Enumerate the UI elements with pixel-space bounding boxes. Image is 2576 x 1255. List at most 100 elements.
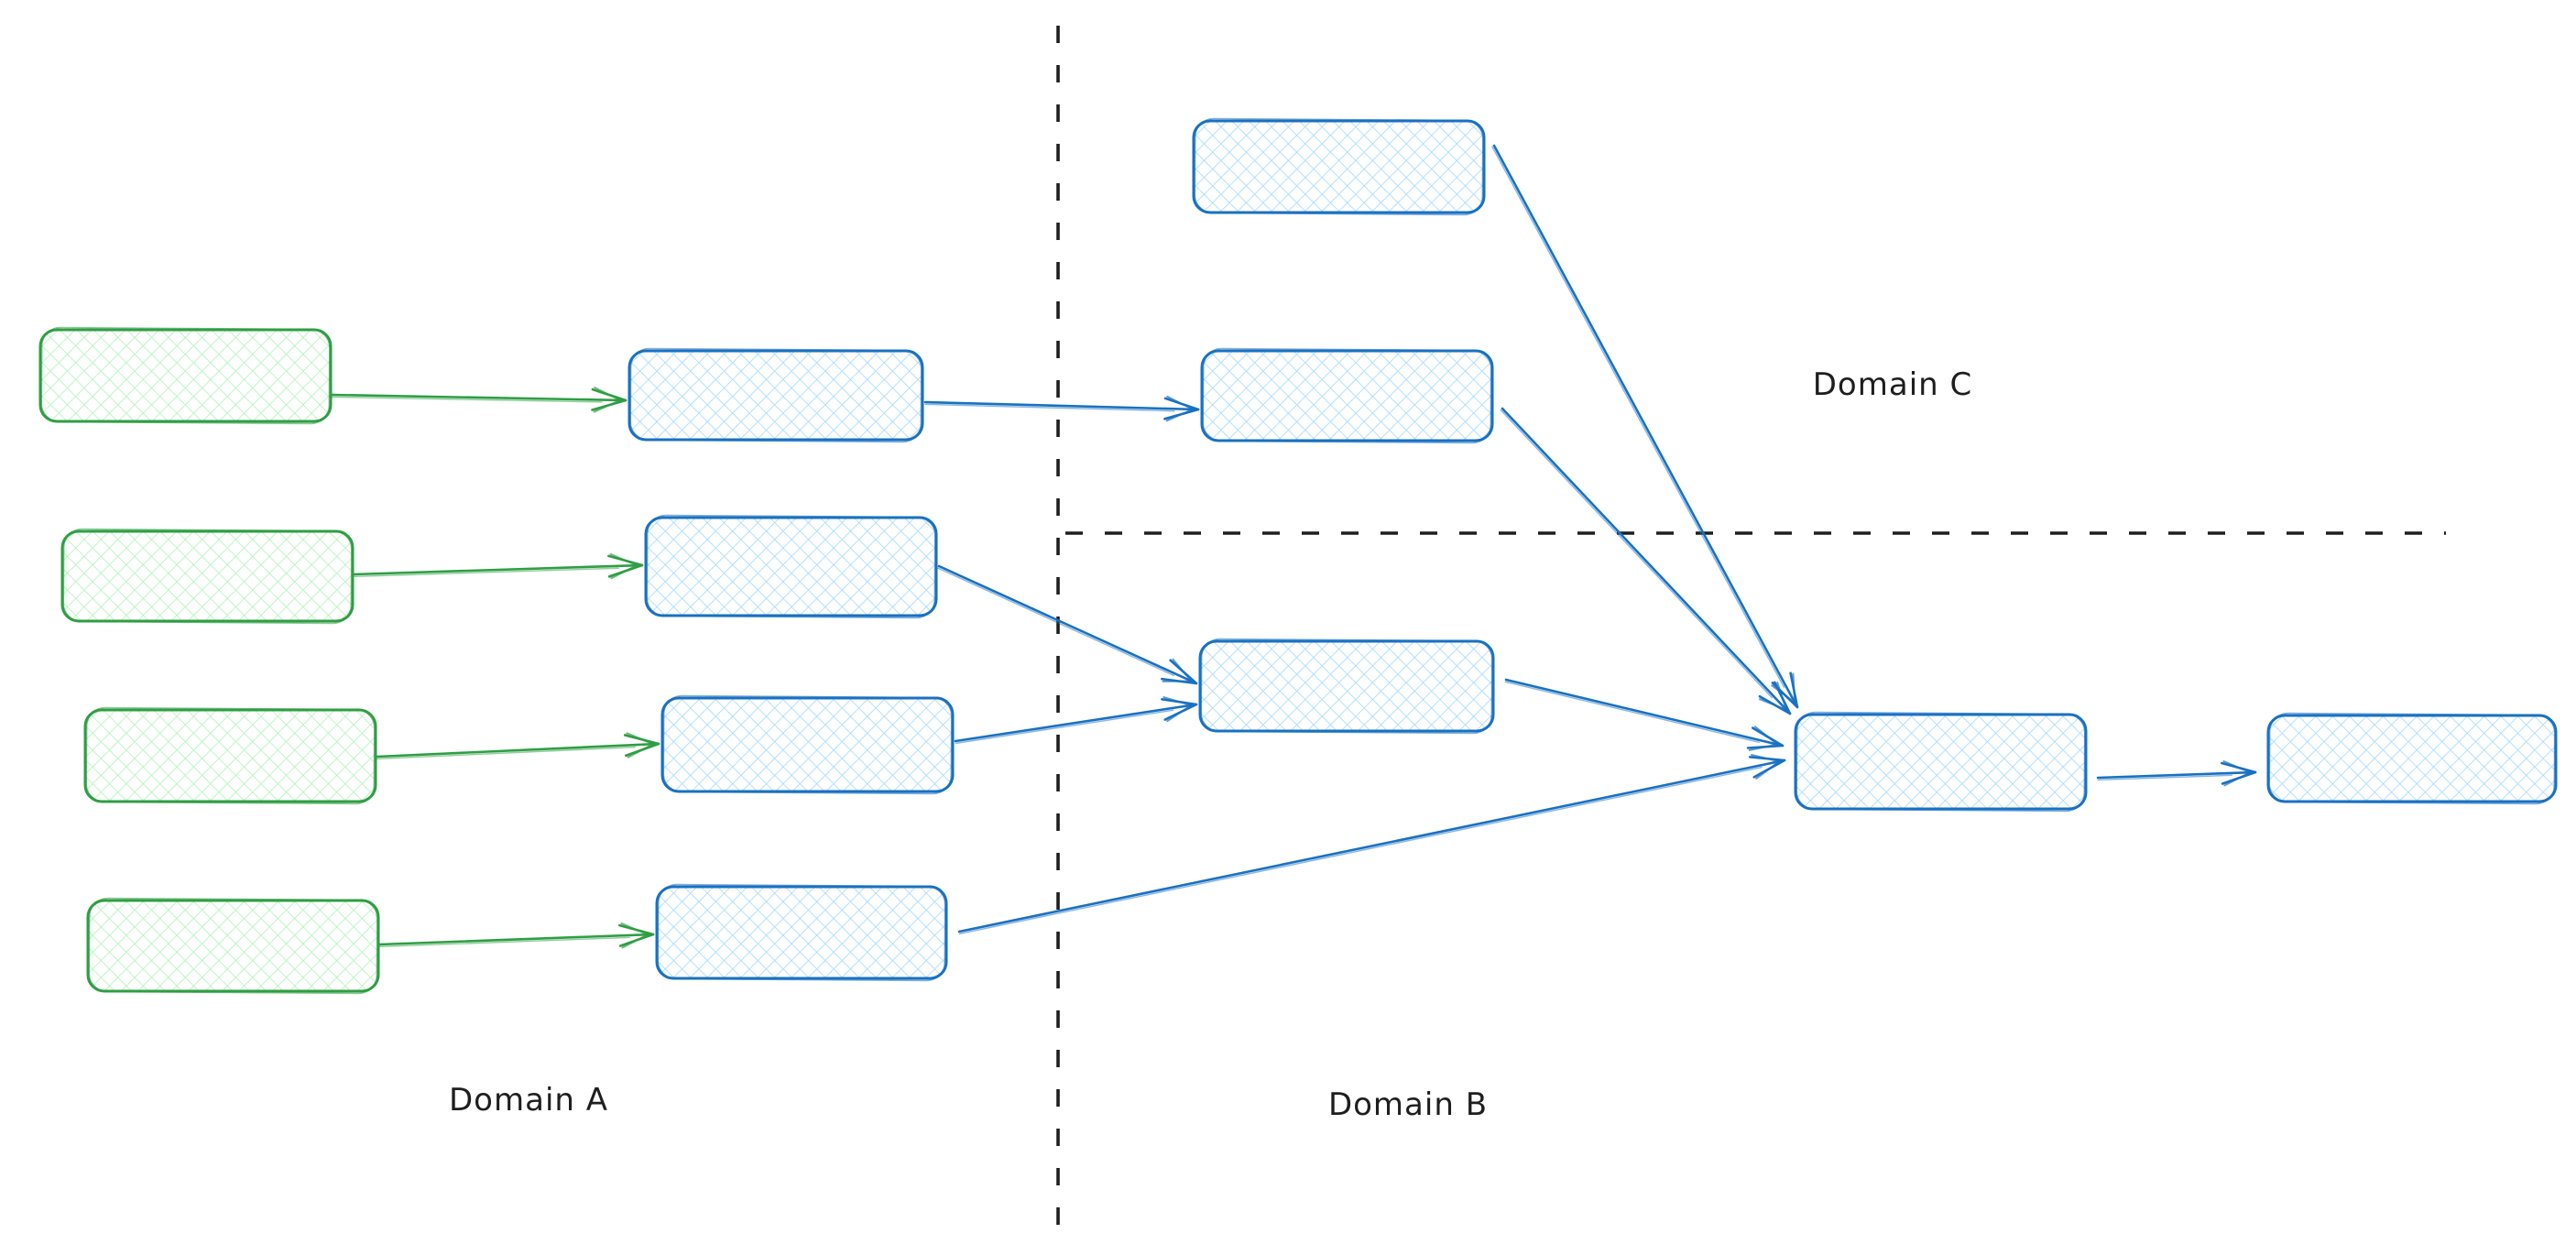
- arrowhead-icon: [1755, 760, 1781, 780]
- edge-a1-c2: [923, 395, 1200, 422]
- node-a2: [644, 514, 938, 619]
- node-g1: [38, 326, 333, 425]
- node-rect-sketch: [657, 883, 946, 982]
- arrowhead-icon: [594, 387, 622, 401]
- edge-line: [923, 400, 1195, 411]
- edge-line-sketch: [377, 746, 636, 760]
- node-rect: [83, 708, 377, 803]
- edge-c1-sink: [1491, 144, 1799, 709]
- node-rect-sketch: [85, 706, 376, 805]
- arrowhead-icon: [2223, 771, 2252, 787]
- arrowhead-icon: [1748, 743, 1779, 751]
- node-a3: [660, 694, 955, 795]
- arrowhead-icon: [1166, 704, 1193, 723]
- node-rect: [644, 516, 938, 617]
- node-g2: [60, 528, 355, 625]
- arrowhead-icon: [1792, 672, 1796, 704]
- edge-line: [377, 933, 650, 946]
- arrowhead-icon: [627, 743, 655, 758]
- edge-line-sketch: [937, 567, 1175, 677]
- arrowhead-icon: [626, 732, 655, 746]
- arrowhead-icon: [609, 552, 639, 567]
- edge-line-sketch: [331, 396, 603, 403]
- node-a4: [655, 883, 948, 982]
- edge-line-sketch: [1500, 409, 1774, 699]
- node-rect-sketch: [1202, 347, 1492, 444]
- arrowhead-icon: [1771, 684, 1796, 704]
- node-rect-sketch: [646, 514, 936, 619]
- node-sink: [1794, 711, 2088, 813]
- node-rect-sketch: [629, 347, 922, 443]
- node-g3: [83, 706, 377, 805]
- edge-c2-sink: [1500, 407, 1792, 715]
- edge-line-sketch: [924, 403, 1175, 412]
- edge-line-sketch: [353, 567, 619, 578]
- node-rect: [628, 349, 924, 442]
- node-b1: [1198, 638, 1495, 735]
- edge-line-sketch: [1491, 146, 1785, 689]
- node-rect-sketch: [2268, 712, 2556, 805]
- edge-line: [957, 759, 1782, 933]
- edge-line-sketch: [2097, 774, 2232, 781]
- edge-a4-sink: [957, 753, 1786, 935]
- arrowhead-icon: [1750, 753, 1781, 763]
- edge-line: [330, 393, 623, 402]
- domain-a-label: Domain A: [449, 1082, 608, 1119]
- edge-line: [376, 742, 656, 758]
- node-a1: [628, 347, 924, 443]
- node-g4: [86, 897, 380, 995]
- node-rect: [86, 899, 380, 993]
- edge-line: [937, 564, 1194, 683]
- node-rect: [2266, 714, 2558, 803]
- edge-a3-b1: [954, 696, 1198, 745]
- arrowhead-icon: [1165, 408, 1195, 422]
- edge-line: [954, 704, 1194, 743]
- node-rect: [1200, 349, 1494, 442]
- edge-b1-sink: [1504, 678, 1785, 751]
- edge-g2-a2: [352, 552, 644, 580]
- edge-line-sketch: [955, 709, 1174, 745]
- node-rect-sketch: [662, 694, 953, 795]
- node-c2: [1200, 347, 1494, 444]
- node-rect-sketch: [1796, 711, 2086, 813]
- edge-g3-a3: [376, 732, 660, 760]
- arrowhead-icon: [1162, 696, 1193, 706]
- arrowhead-icon: [1753, 726, 1779, 746]
- arrowhead-icon: [1759, 698, 1787, 711]
- edge-line: [1504, 678, 1780, 747]
- node-rect: [60, 529, 355, 623]
- edge-line: [1501, 407, 1788, 712]
- arrowhead-icon: [610, 564, 639, 580]
- node-rect-sketch: [62, 528, 353, 625]
- node-rect: [655, 885, 948, 980]
- arrowhead-icon: [1172, 658, 1193, 682]
- node-rect: [1192, 119, 1486, 214]
- edge-line-sketch: [378, 936, 630, 948]
- arrowhead-icon: [2222, 759, 2252, 774]
- node-rect: [38, 328, 333, 423]
- edge-line: [1492, 144, 1796, 704]
- domain-c-label: Domain C: [1813, 366, 1972, 403]
- edge-g1-a1: [330, 387, 628, 413]
- domain-b-label: Domain B: [1328, 1086, 1488, 1123]
- arrowhead-icon: [1776, 682, 1787, 711]
- arrowhead-icon: [621, 933, 649, 949]
- arrowhead-icon: [1166, 395, 1195, 410]
- edge-a2-b1: [937, 564, 1198, 685]
- edge-sink-out: [2096, 759, 2257, 787]
- arrowhead-icon: [593, 398, 622, 413]
- node-c1: [1192, 117, 1486, 216]
- node-rect-sketch: [1200, 638, 1493, 735]
- node-rect: [1198, 639, 1495, 733]
- node-rect: [1794, 713, 2088, 811]
- edge-line-sketch: [958, 766, 1763, 935]
- edge-line-sketch: [1504, 681, 1760, 744]
- node-rect-sketch: [1194, 117, 1484, 216]
- edge-line: [352, 563, 639, 576]
- arrowhead-icon: [620, 922, 649, 936]
- node-out: [2266, 712, 2558, 805]
- node-rect: [660, 696, 955, 793]
- node-rect-sketch: [88, 897, 378, 995]
